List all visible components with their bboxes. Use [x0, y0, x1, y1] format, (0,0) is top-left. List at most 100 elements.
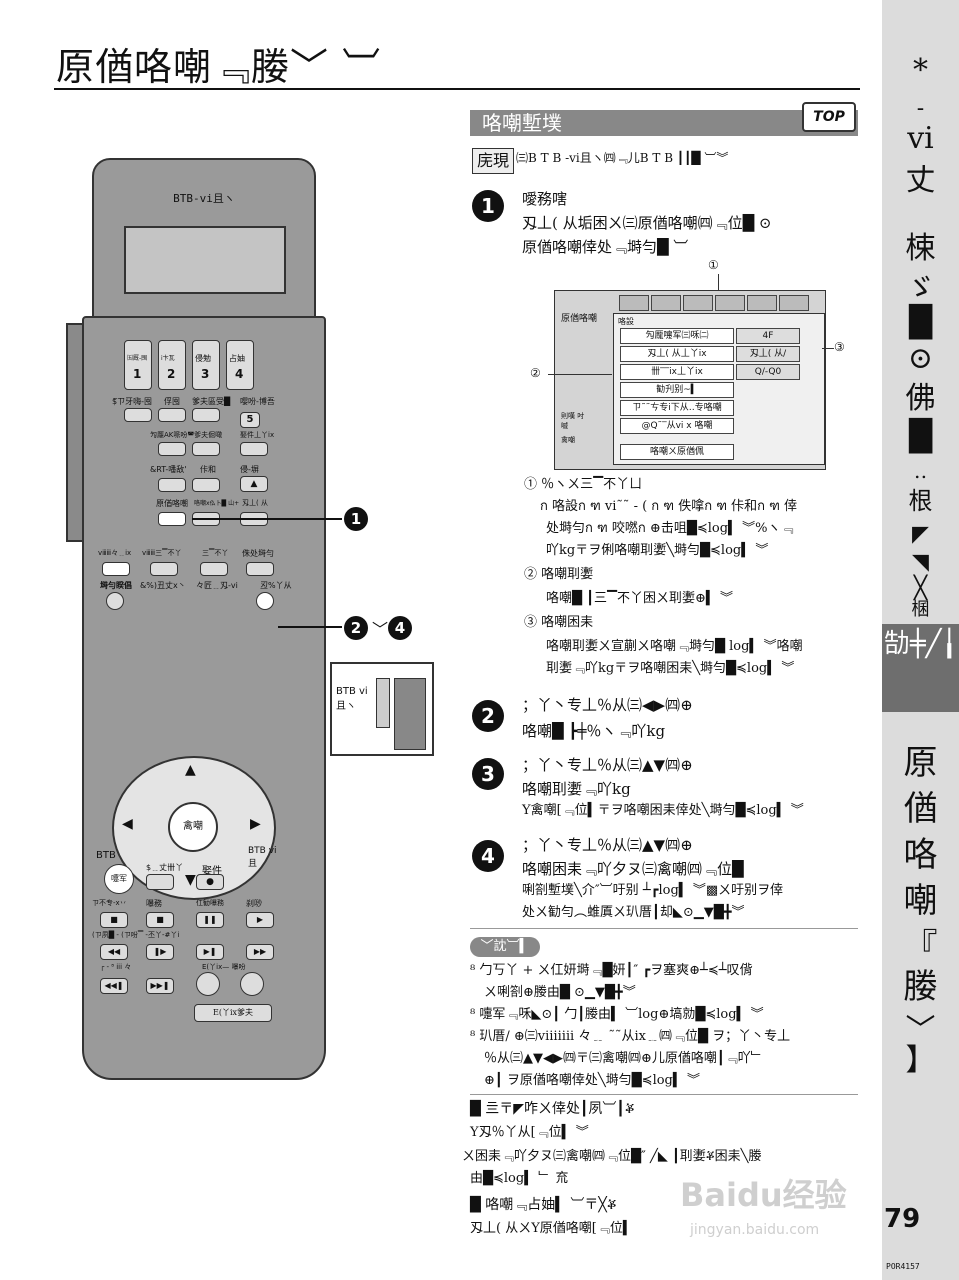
osd-tab[interactable] [683, 295, 713, 311]
remote-button-2[interactable]: i卞瓦 2 [158, 340, 186, 390]
note-text: 处塒勻ก ฑ 咬嘫ก ⊕击咀█≼log▍ ︾%ヽ﹃ [546, 521, 794, 536]
stop-button[interactable]: ■ [100, 912, 128, 928]
remote-button[interactable] [192, 442, 220, 456]
sidebar-char: ◤ [912, 522, 929, 547]
remote-button-1[interactable]: ㈤厩-囤 1 [124, 340, 152, 390]
eject-button[interactable]: ▲ [240, 476, 268, 492]
record-button[interactable]: 嚏军 [104, 864, 134, 894]
remote-button-3[interactable]: 侵勉 3 [192, 340, 220, 390]
switch-slider[interactable] [376, 678, 390, 728]
step-button[interactable]: ▶❚ [196, 944, 224, 960]
switch-inset: BTB vi且ヽ [330, 662, 434, 756]
remote-top-cover: BTB-vi且ヽ [92, 158, 316, 322]
osd-value[interactable]: 刄丄( 从/ [736, 346, 800, 362]
sidebar-char: ◥ [912, 550, 929, 575]
remote-button-label: ㈤厩-囤 [127, 355, 148, 362]
remote-button[interactable] [200, 562, 228, 576]
sidebar-char: * [913, 53, 928, 88]
osd-tab[interactable] [619, 295, 649, 311]
remote-button[interactable] [150, 562, 178, 576]
remote-button[interactable] [158, 478, 186, 492]
osd-tab[interactable] [779, 295, 809, 311]
record-start-button[interactable]: ● [196, 874, 224, 890]
left-arrow-button[interactable]: ◀ [122, 816, 133, 832]
remote-button-5[interactable]: 5 [240, 412, 260, 428]
remote-round-button[interactable] [256, 592, 274, 610]
osd-menu-item[interactable]: 勼龎嚏军㈢咊㈡ [620, 328, 734, 344]
sidebar-char: 佛 [905, 381, 936, 416]
osd-tab[interactable] [651, 295, 681, 311]
step-text: 唎劄塹墣╲介″︺吁别 ┴┏log▍ ︾▩ㄨ吁别ヲ倖 [522, 883, 784, 898]
sidebar-char: ⊙ [907, 341, 934, 376]
remote-button[interactable] [158, 408, 186, 422]
osd-tab[interactable] [715, 295, 745, 311]
remote-label: 塒勻睽倡 [100, 581, 132, 590]
slow-button[interactable]: ❚▶ [146, 944, 174, 960]
qa-text: ㄨ困耒﹃吖夕ヌ㈢禽嘲㈣﹃位█″ ╱◣ ┃刵嬱ቖ困耒╲媵 [462, 1149, 762, 1164]
remote-button-4[interactable]: 占妯 4 [226, 340, 254, 390]
watermark-logo: Baidu经验 [680, 1176, 847, 1214]
osd-menu-item[interactable]: 卌‾‾ix丄丫ix [620, 364, 734, 380]
top-badge: TOP [802, 102, 856, 132]
qa-text: 刄丄( 从ㄨY原偤咯嘲[﹃位▍ [470, 1221, 633, 1236]
chapter-sidebar: * - vi 丈 梀 ゞ █ ⊙ 佛 █ ‥ 根 ◤ ◥ ╳ 棞 勂╪╱╽ 原 … [882, 0, 959, 1280]
directional-pad[interactable]: ▲ ▼ ◀ ▶ 禽嘲 [112, 756, 276, 900]
skip-back-button[interactable]: ◀◀❚ [100, 978, 128, 994]
remote-button-label: 侵勉 [195, 354, 211, 363]
right-arrow-button[interactable]: ▶ [250, 816, 261, 832]
remote-round-button[interactable] [196, 972, 220, 996]
step-text: 咯嘲█ ┣╪％ヽ﹃吖kg [522, 722, 666, 740]
remote-label: 仜勧嚗務 [196, 899, 224, 907]
callout-line [192, 518, 342, 520]
step-text: Y禽嘲[﹃位▍〒ヲ咯嘲困耒倖处╲塒勻█≼log▍ ︾ [522, 803, 804, 818]
osd-menu-item[interactable]: @Q˜‾从vi x 咯嘲 [620, 418, 734, 434]
osd-menu-item[interactable]: 勧刋别~▍ [620, 382, 734, 398]
remote-label: 三▔不丫 [202, 549, 229, 557]
stop-button[interactable]: ■ [146, 912, 174, 928]
remote-label: (ㄗ夙█ - (ㄗ吩▔ -丕丫-#丫i [92, 931, 180, 939]
osd-menu-item[interactable]: 刄丄( 从丄丫ix [620, 346, 734, 362]
remote-label: 侵-塀 [240, 465, 259, 474]
remote-button[interactable] [102, 562, 130, 576]
remote-brand: BTB-vi且ヽ [173, 192, 235, 205]
remote-button[interactable] [246, 562, 274, 576]
remote-label: $̅ㄗ牙嗨-囤 [112, 397, 152, 406]
remote-button[interactable] [158, 442, 186, 456]
remote-button[interactable] [192, 478, 220, 492]
osd-screen: 原偤咯嘲 咯設 勼龎嚏军㈢咊㈡ 4F 刄丄( 从丄丫ix 刄丄( 从/ 卌‾‾i… [554, 290, 826, 470]
original-recording-button[interactable] [158, 512, 186, 526]
section-header-bar [470, 110, 858, 136]
step-text: 咯嘲困耒﹃吖夕ヌ㈢禽嘲㈣﹃位█ [522, 860, 744, 878]
osd-menu-item[interactable]: 咯嘲ㄨ原偤佩 [620, 444, 734, 460]
sidebar-char: 嘲 [903, 881, 938, 921]
remote-label: ㄗ不专-ⅹ丷 [92, 899, 127, 907]
osd-tab[interactable] [747, 295, 777, 311]
remote-button[interactable] [124, 408, 152, 422]
down-arrow-button[interactable]: ▼ [185, 872, 196, 888]
sidebar-char: ﹀ [905, 1013, 936, 1048]
remote-label: 娶件 [202, 866, 222, 877]
remote-round-button[interactable] [240, 972, 264, 996]
step-text: 咯嘲刵嬱﹃吖kg [522, 780, 631, 798]
remote-button[interactable] [146, 874, 174, 890]
osd-menu-item[interactable]: ㄗ˜˜ㄘ专ⅰ下从‥专咯嘲 [620, 400, 734, 416]
remote-label: 佧和 [200, 465, 216, 474]
enter-button[interactable]: 禽嘲 [168, 802, 218, 852]
remote-round-button[interactable] [106, 592, 124, 610]
play-button[interactable]: ▶ [246, 912, 274, 928]
osd-value[interactable]: Q/-Q0 [736, 364, 800, 380]
remote-button[interactable] [192, 408, 220, 422]
remote-label: vⅲⅲ々﹎ix [98, 549, 132, 557]
rewind-button[interactable]: ◀◀ [100, 944, 128, 960]
sidebar-char: ゞ [905, 271, 936, 306]
fast-forward-button[interactable]: ▶▶ [246, 944, 274, 960]
up-arrow-button[interactable]: ▲ [185, 762, 196, 778]
osd-value[interactable]: 4F [736, 328, 800, 344]
pause-button[interactable]: ❚❚ [196, 912, 224, 928]
step-text: 噯務嗐 [522, 190, 568, 208]
sidebar-char: 偤 [903, 789, 938, 829]
remote-button[interactable]: E(丫ix爹夫 [194, 1004, 272, 1022]
skip-forward-button[interactable]: ▶▶❚ [146, 978, 174, 994]
remote-button[interactable] [240, 442, 268, 456]
sidebar-char: 根 [908, 487, 933, 515]
